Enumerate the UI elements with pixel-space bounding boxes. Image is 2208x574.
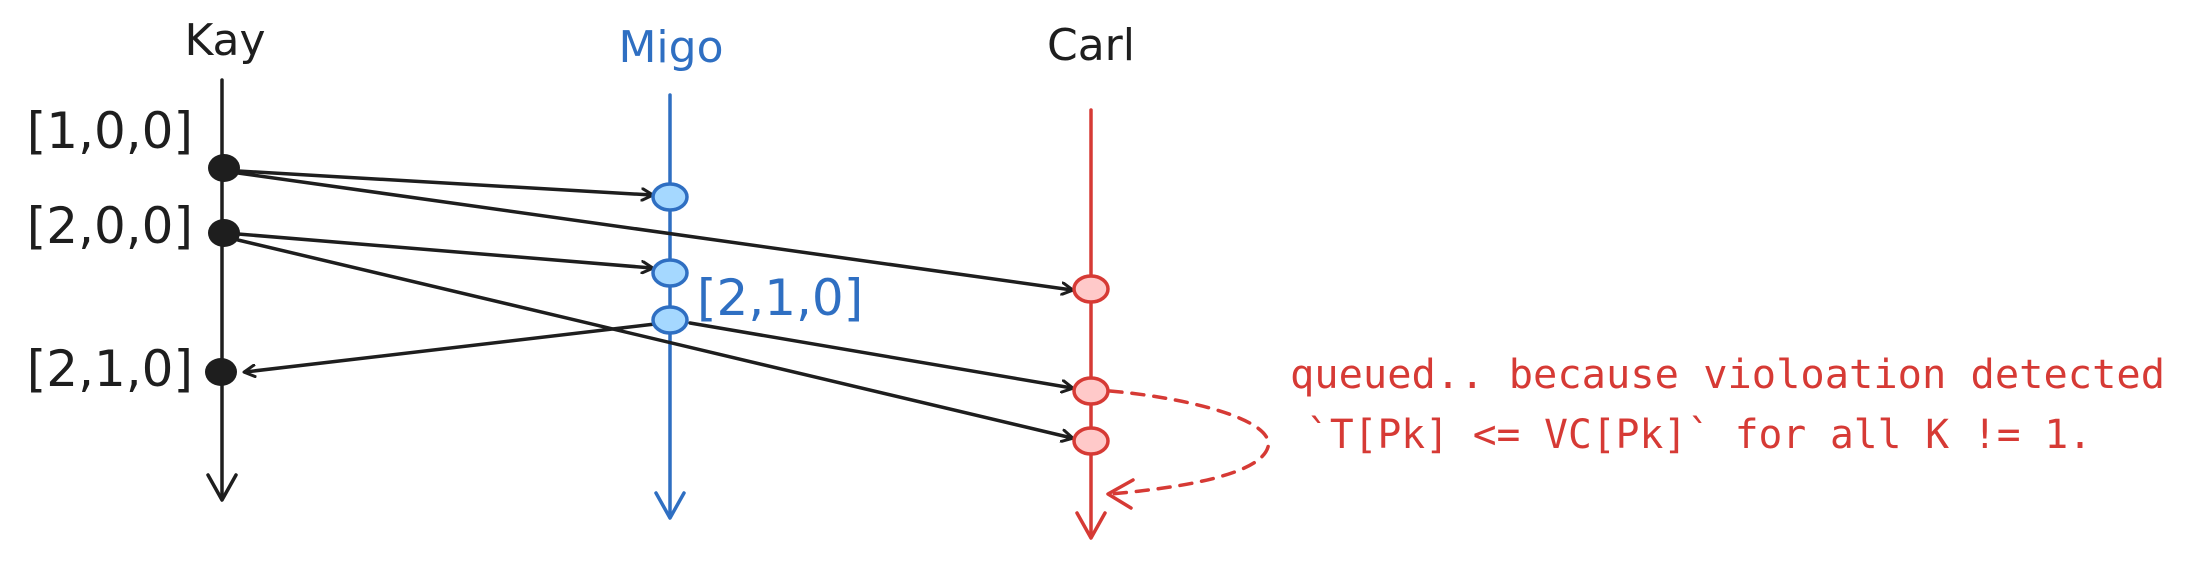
carl-timeline <box>1075 108 1107 540</box>
carl-event-3 <box>1072 426 1110 456</box>
kay-clock-1: [1,0,0] <box>27 102 193 160</box>
kay-event-2 <box>208 219 240 247</box>
migo-event-3 <box>651 305 689 335</box>
violation-annotation-line-1: queued.. because violoation detected <box>1290 352 2165 398</box>
kay-clock-2: [2,0,0] <box>27 197 193 255</box>
carl-event-1 <box>1072 274 1110 304</box>
violation-annotation-line-2: `T[Pk] <= VC[Pk]` for all K != 1. <box>1306 412 2092 458</box>
carl-event-2 <box>1072 376 1110 406</box>
kay-event-3 <box>205 358 237 386</box>
kay-event-1 <box>208 154 240 182</box>
message-kay1-to-carl1 <box>236 171 1072 290</box>
kay-clock-3: [2,1,0] <box>27 340 193 398</box>
queue-arrow <box>1106 389 1270 510</box>
message-kay2-to-carl3 <box>236 238 1072 438</box>
message-migo3-to-carl2 <box>688 321 1072 388</box>
migo-event-1 <box>651 182 689 212</box>
migo-timeline <box>654 93 686 520</box>
message-migo3-to-kay3 <box>245 322 657 372</box>
kay-timeline <box>206 78 238 502</box>
process-label-migo: Migo <box>618 22 723 73</box>
process-label-kay: Kay <box>184 15 265 66</box>
message-kay1-to-migo1 <box>236 169 652 195</box>
migo-event-2 <box>651 258 689 288</box>
migo-clock-2: [2,1,0] <box>697 269 863 327</box>
message-kay2-to-migo2 <box>236 232 652 268</box>
process-label-carl: Carl <box>1047 20 1135 71</box>
